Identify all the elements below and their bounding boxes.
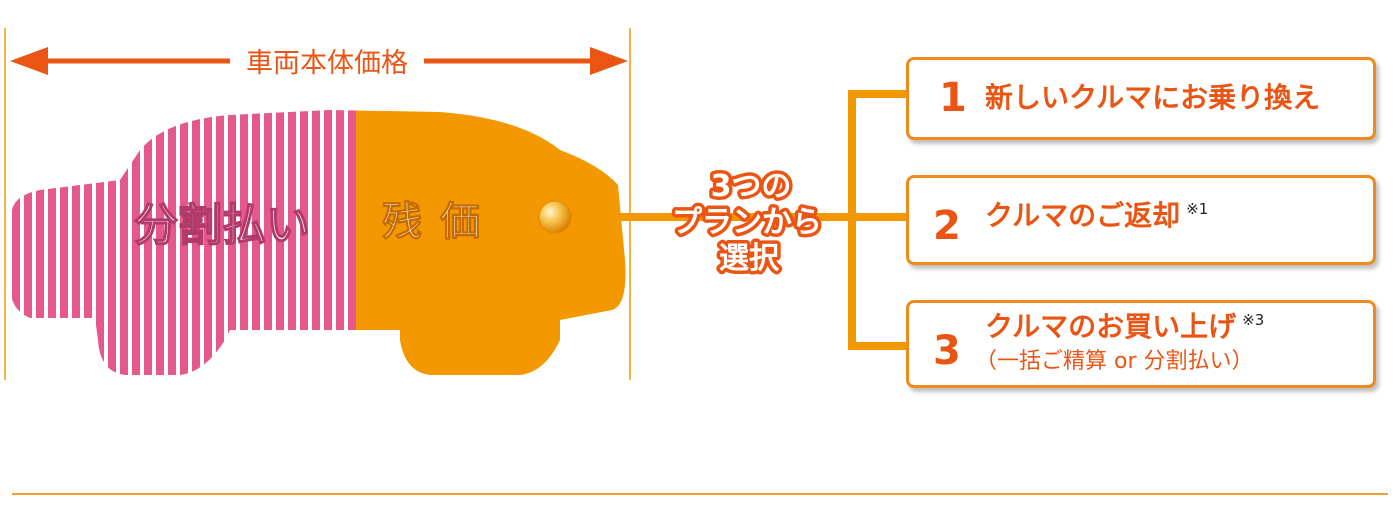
option-2-label: クルマのご返却 — [985, 199, 1181, 232]
choice-line-1: 3つの — [711, 169, 792, 204]
option-1-number: 1 — [939, 75, 967, 121]
option-3-sub: （一括ご精算 or 分割払い） — [975, 349, 1254, 374]
connector-ball — [538, 200, 572, 234]
residual-label: 残価 — [382, 199, 498, 245]
option-3-number: 3 — [933, 328, 961, 374]
option-1-label: 新しいクルマにお乗り換え — [985, 81, 1321, 114]
option-box-2: 2 クルマのご返却 ※1 — [906, 175, 1376, 265]
option-3-note: ※3 — [1242, 311, 1265, 329]
choice-line-3: 選択 — [719, 241, 780, 276]
option-2-note: ※1 — [1186, 200, 1209, 218]
bottom-divider — [12, 493, 1388, 495]
option-box-3: 3 クルマのお買い上げ ※3 （一括ご精算 or 分割払い） — [906, 300, 1376, 388]
choice-line-2: プランから — [672, 205, 822, 240]
installment-label: 分割払い — [134, 200, 310, 251]
price-label: 車両本体価格 — [246, 48, 408, 79]
option-3-label: クルマのお買い上げ — [985, 310, 1237, 343]
price-arrow — [10, 47, 628, 75]
car-body — [10, 110, 626, 375]
option-2-number: 2 — [933, 203, 961, 249]
option-2-label-wrap: クルマのご返却 ※1 — [985, 202, 1208, 230]
option-bracket — [848, 90, 910, 350]
option-3-label-wrap: クルマのお買い上げ ※3 — [985, 313, 1264, 341]
choice-text: 3つの プランから 選択 — [669, 166, 826, 280]
option-box-1: 1 新しいクルマにお乗り換え — [906, 57, 1376, 140]
